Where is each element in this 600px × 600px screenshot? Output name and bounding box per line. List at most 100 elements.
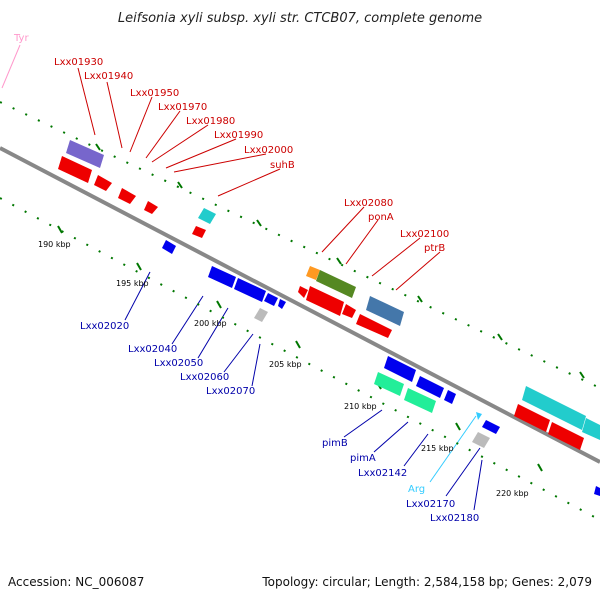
- leader-pimA: [373, 421, 409, 453]
- kbp-label: 190 kbp: [38, 240, 71, 249]
- forward-labels: Tyr Lxx01930 Lxx01940 Lxx01950 Lxx01970 …: [13, 33, 449, 254]
- gene-green[interactable]: [316, 270, 356, 298]
- gene-blue-arrow-4[interactable]: [444, 390, 456, 404]
- gene-red-5[interactable]: [548, 422, 584, 450]
- leader-Lxx01990: [165, 138, 237, 169]
- label-Lxx02100[interactable]: Lxx02100: [400, 229, 449, 240]
- gene-red-arrow-5[interactable]: [298, 286, 308, 298]
- accession-text: Accession: NC_006087: [8, 575, 144, 589]
- leader-Tyr: [1, 44, 21, 89]
- leader-Lxx02020: [124, 271, 151, 321]
- label-suhB[interactable]: suhB: [270, 160, 295, 171]
- gene-cyan-large-1[interactable]: [522, 386, 586, 430]
- kbp-label: 220 kbp: [496, 489, 529, 498]
- leader-Lxx02070: [251, 343, 261, 387]
- gene-blue-3[interactable]: [384, 356, 416, 382]
- leader-Lxx02000: [173, 153, 267, 173]
- tick-track-outer: [0, 101, 600, 389]
- leader-Lxx02170: [445, 447, 481, 497]
- gene-red-arrow-2[interactable]: [118, 188, 136, 204]
- map-title: Leifsonia xyli subsp. xyli str. CTCB07, …: [118, 11, 482, 26]
- gene-blue-arrow-2[interactable]: [264, 293, 278, 306]
- gene-blue-arrow-3[interactable]: [278, 299, 286, 309]
- gene-cyan-arrow[interactable]: [476, 412, 482, 420]
- gene-orange[interactable]: [306, 266, 320, 280]
- label-Tyr[interactable]: Tyr: [13, 33, 29, 44]
- genome-backbone: [0, 146, 600, 464]
- label-ponA[interactable]: ponA: [368, 212, 394, 223]
- tick-track-inner: [0, 197, 600, 521]
- leader-ponA: [345, 219, 379, 265]
- leader-Lxx01930: [77, 67, 96, 136]
- gene-red-1[interactable]: [58, 156, 92, 183]
- gene-blue-4[interactable]: [416, 376, 444, 398]
- gene-blue-arrow-1[interactable]: [162, 240, 176, 254]
- kbp-scale-labels: 190 kbp 195 kbp 200 kbp 205 kbp 210 kbp …: [38, 240, 529, 498]
- gene-steel[interactable]: [366, 296, 404, 326]
- label-Lxx01970[interactable]: Lxx01970: [158, 102, 207, 113]
- kbp-label: 210 kbp: [344, 402, 377, 411]
- gene-teal-2[interactable]: [404, 388, 436, 413]
- reverse-labels: Lxx02020 Lxx02040 Lxx02050 Lxx02060 Lxx0…: [80, 321, 479, 524]
- leader-Lxx02180: [473, 459, 483, 511]
- gene-purple[interactable]: [66, 140, 104, 168]
- label-Lxx01930[interactable]: Lxx01930: [54, 57, 103, 68]
- label-Lxx02070[interactable]: Lxx02070: [206, 386, 255, 397]
- gene-blue-1[interactable]: [208, 266, 236, 288]
- label-Lxx01940[interactable]: Lxx01940: [84, 71, 133, 82]
- gene-red-arrow-1[interactable]: [94, 175, 112, 191]
- gene-red-arrow-3[interactable]: [144, 201, 158, 214]
- label-Lxx01950[interactable]: Lxx01950: [130, 88, 179, 99]
- label-Lxx02000[interactable]: Lxx02000: [244, 145, 293, 156]
- leader-Lxx01970: [145, 110, 181, 159]
- leader-Lxx02080: [321, 206, 365, 253]
- kbp-label: 215 kbp: [421, 444, 454, 453]
- gene-red-arrow-4[interactable]: [192, 226, 206, 238]
- label-ptrB[interactable]: ptrB: [424, 243, 445, 254]
- label-Lxx02020[interactable]: Lxx02020: [80, 321, 129, 332]
- leader-Lxx02050: [197, 307, 229, 359]
- leader-ptrB: [395, 251, 441, 291]
- leader-Lxx02100: [371, 237, 421, 277]
- label-Lxx02080[interactable]: Lxx02080: [344, 198, 393, 209]
- gene-cyan-large-2[interactable]: [582, 418, 600, 440]
- label-Arg[interactable]: Arg: [408, 484, 425, 495]
- gene-red-4[interactable]: [514, 404, 550, 432]
- gene-gray-1[interactable]: [254, 308, 268, 322]
- kbp-label: 200 kbp: [194, 319, 227, 328]
- gene-red-arrow-6[interactable]: [342, 304, 356, 318]
- gene-cyan-small[interactable]: [198, 208, 216, 224]
- label-Lxx02040[interactable]: Lxx02040: [128, 344, 177, 355]
- label-Lxx02060[interactable]: Lxx02060: [180, 372, 229, 383]
- label-Lxx02050[interactable]: Lxx02050: [154, 358, 203, 369]
- kbp-label: 205 kbp: [269, 360, 302, 369]
- gene-blue-2[interactable]: [234, 278, 266, 302]
- label-pimB[interactable]: pimB: [322, 438, 348, 449]
- gene-gray-2[interactable]: [472, 432, 490, 448]
- kbp-label: 195 kbp: [116, 279, 149, 288]
- leader-Lxx01940: [106, 81, 123, 149]
- reverse-genes: [162, 240, 600, 496]
- topology-text: Topology: circular; Length: 2,584,158 bp…: [261, 575, 592, 589]
- label-pimA[interactable]: pimA: [350, 453, 376, 464]
- leader-Lxx02060: [223, 333, 254, 373]
- label-Lxx02170[interactable]: Lxx02170: [406, 499, 455, 510]
- gene-red-2[interactable]: [306, 286, 344, 316]
- gene-red-3[interactable]: [356, 314, 392, 338]
- forward-genes: [58, 140, 600, 450]
- leader-Lxx01950: [129, 96, 153, 153]
- label-Lxx02142[interactable]: Lxx02142: [358, 468, 407, 479]
- label-Lxx01980[interactable]: Lxx01980: [186, 116, 235, 127]
- label-Lxx01990[interactable]: Lxx01990: [214, 130, 263, 141]
- label-Lxx02180[interactable]: Lxx02180: [430, 513, 479, 524]
- gene-blue-arrow-5[interactable]: [482, 420, 500, 434]
- leader-Lxx02142: [403, 433, 429, 467]
- leader-Lxx01980: [151, 124, 209, 163]
- gene-teal-1[interactable]: [374, 372, 404, 396]
- leader-pimB: [343, 409, 383, 438]
- major-ticks: [57, 143, 585, 472]
- label-leaders: [1, 44, 483, 511]
- gene-blue-5[interactable]: [594, 486, 600, 496]
- leader-suhB: [217, 168, 281, 197]
